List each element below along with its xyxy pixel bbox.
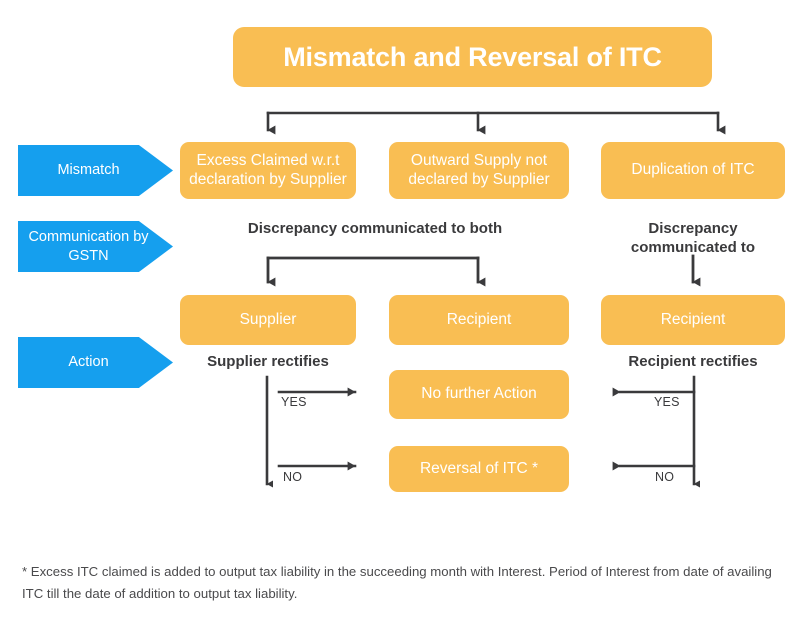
- title-split-connector: [266, 111, 726, 135]
- stage-band-communication: Communication by GSTN: [18, 221, 173, 272]
- party-box-supplier: Supplier: [180, 295, 356, 345]
- diagram-title: Mismatch and Reversal of ITC: [233, 27, 712, 87]
- caption-discrepancy-both: Discrepancy communicated to both: [247, 220, 503, 237]
- label-left-no: NO: [283, 470, 303, 484]
- mismatch-box-duplication: Duplication of ITC: [601, 142, 785, 199]
- stage-band-action: Action: [18, 337, 173, 388]
- party-box-recipient-right: Recipient: [601, 295, 785, 345]
- right-decision-arrows: [612, 375, 701, 488]
- outcome-box-no-further-action: No further Action: [389, 370, 569, 419]
- label-left-yes: YES: [281, 395, 307, 409]
- label-right-no: NO: [655, 470, 675, 484]
- outcome-box-reversal-of-itc: Reversal of ITC *: [389, 446, 569, 492]
- footnote-text: * Excess ITC claimed is added to output …: [22, 564, 772, 601]
- caption-supplier-rectifies: Supplier rectifies: [207, 353, 329, 370]
- caption-discrepancy-single: Discrepancy communicated to: [630, 220, 756, 257]
- stage-band-mismatch: Mismatch: [18, 145, 173, 196]
- label-right-yes: YES: [654, 395, 680, 409]
- mismatch-box-outward-supply: Outward Supply not declared by Supplier: [389, 142, 569, 199]
- caption-recipient-rectifies: Recipient rectifies: [628, 353, 758, 370]
- mismatch-box-excess-claimed: Excess Claimed w.r.t declaration by Supp…: [180, 142, 356, 199]
- party-box-recipient-center: Recipient: [389, 295, 569, 345]
- left-decision-arrows: [265, 375, 357, 488]
- communication-split-connector: [266, 256, 486, 287]
